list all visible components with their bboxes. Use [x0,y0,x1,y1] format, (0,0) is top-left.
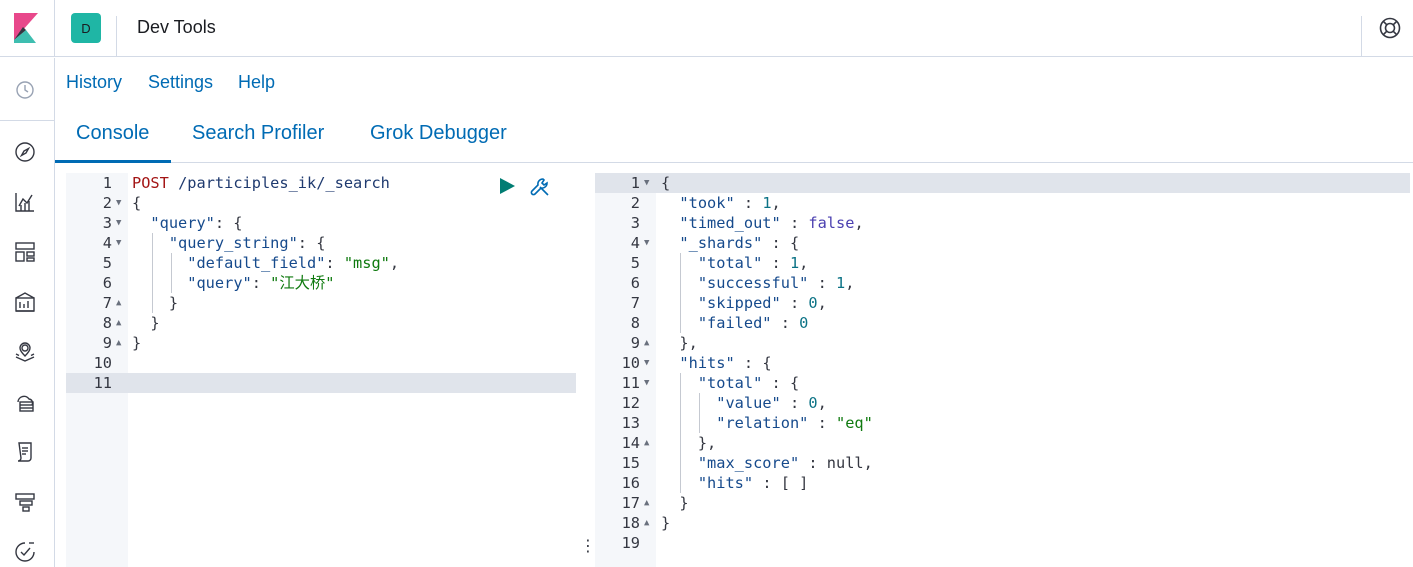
code-line: "query": { [150,214,243,232]
fold-up-icon[interactable]: ▲ [116,298,122,308]
logs-icon[interactable] [13,440,37,464]
kibana-logo-icon [14,13,38,43]
code-line: POST /participles_ik/_search [132,173,390,193]
panel-resizer-handle[interactable]: ⋮ [580,538,596,555]
breadcrumb-title: Dev Tools [137,17,216,37]
line-number: 13 [621,414,640,432]
indent-guide [680,253,681,333]
infrastructure-icon[interactable] [13,390,37,414]
code-line: "query": "江大桥" [187,274,335,292]
line-number: 3 [102,214,112,232]
line-number: 1 [102,174,112,192]
code-line: } [132,334,142,352]
help-link[interactable]: Help [238,72,276,92]
request-code: POST /participles_ik/_search { "query": … [132,173,572,567]
line-number: 8 [102,314,112,332]
code-line: "default_field": "msg", [187,254,400,272]
recently-viewed-section [0,58,55,121]
fold-up-icon[interactable]: ▲ [644,438,650,448]
kibana-logo[interactable] [0,0,55,57]
line-number: 9 [102,334,112,352]
indent-guide [699,393,700,433]
line-number: 8 [630,314,640,332]
header-divider [116,16,117,57]
line-number: 5 [630,254,640,272]
apm-icon[interactable] [13,490,37,514]
tab-console[interactable]: Console [76,122,150,144]
top-header: D Dev Tools [0,0,1413,57]
send-request-play-icon[interactable] [498,177,516,195]
indent-guide [680,373,681,493]
history-link[interactable]: History [66,72,123,92]
header-divider-right [1361,16,1362,57]
line-number: 11 [93,374,112,392]
line-number: 10 [621,354,640,372]
code-line: { [132,194,142,212]
request-gutter [66,173,128,567]
devtools-tabs: Console Search Profiler Grok Debugger [55,110,1413,163]
wrench-settings-icon[interactable] [529,176,551,198]
line-number: 2 [102,194,112,212]
fold-down-icon[interactable]: ▼ [644,238,650,248]
line-number: 7 [102,294,112,312]
fold-down-icon[interactable]: ▼ [644,378,650,388]
code-line: } [150,314,160,332]
line-number: 16 [621,474,640,492]
request-editor[interactable]: 1 2 3 4 5 6 7 8 9 10 11 ▼ ▼ ▼ ▲ ▲ ▲ POST… [66,173,576,567]
dashboard-icon[interactable] [13,240,37,264]
clock-icon[interactable] [13,78,37,102]
line-number: 5 [102,254,112,272]
indent-guide [171,253,172,293]
code-line: } [168,294,179,312]
discover-compass-icon[interactable] [13,140,37,164]
maps-icon[interactable] [13,340,37,364]
http-method: POST [132,174,169,192]
tab-grok-debugger[interactable]: Grok Debugger [370,122,507,144]
active-line-highlight [66,373,576,393]
active-tab-indicator [55,160,171,163]
line-number: 17 [621,494,640,512]
fold-up-icon[interactable]: ▲ [116,338,122,348]
help-menu-icon[interactable] [1378,16,1402,45]
line-number: 11 [621,374,640,392]
line-number: 15 [621,454,640,472]
line-number: 12 [621,394,640,412]
line-number: 1 [630,174,640,192]
active-line-highlight [595,173,1410,193]
line-number: 2 [630,194,640,212]
response-editor: 1 2 3 4 5 6 7 8 9 10 11 12 13 14 15 16 1… [595,173,1410,567]
visualize-chart-icon[interactable] [13,190,37,214]
uptime-icon[interactable] [13,540,37,564]
fold-up-icon[interactable]: ▲ [644,338,650,348]
response-gutter [595,173,656,567]
code-line: "query_string": { [168,234,326,252]
line-number: 4 [102,234,112,252]
fold-down-icon[interactable]: ▼ [644,178,650,188]
fold-down-icon[interactable]: ▼ [644,358,650,368]
line-number: 6 [102,274,112,292]
line-number: 3 [630,214,640,232]
canvas-icon[interactable] [13,290,37,314]
line-number: 4 [630,234,640,252]
space-avatar[interactable]: D [71,13,101,43]
fold-down-icon[interactable]: ▼ [116,238,122,248]
fold-up-icon[interactable]: ▲ [116,318,122,328]
settings-link[interactable]: Settings [148,72,214,92]
line-number: 19 [621,534,640,552]
line-number: 10 [93,354,112,372]
line-number: 14 [621,434,640,452]
fold-down-icon[interactable]: ▼ [116,198,122,208]
request-path: /participles_ik/_search [178,174,390,192]
line-number: 18 [621,514,640,532]
indent-guide [152,233,153,313]
response-code: { "took" : 1, "timed_out" : false, "_sha… [661,174,873,532]
tab-search-profiler[interactable]: Search Profiler [192,122,325,144]
fold-down-icon[interactable]: ▼ [116,218,122,228]
fold-up-icon[interactable]: ▲ [644,498,650,508]
line-number: 6 [630,274,640,292]
line-number: 7 [630,294,640,312]
line-number: 9 [630,334,640,352]
left-nav [0,58,55,567]
fold-up-icon[interactable]: ▲ [644,518,650,528]
